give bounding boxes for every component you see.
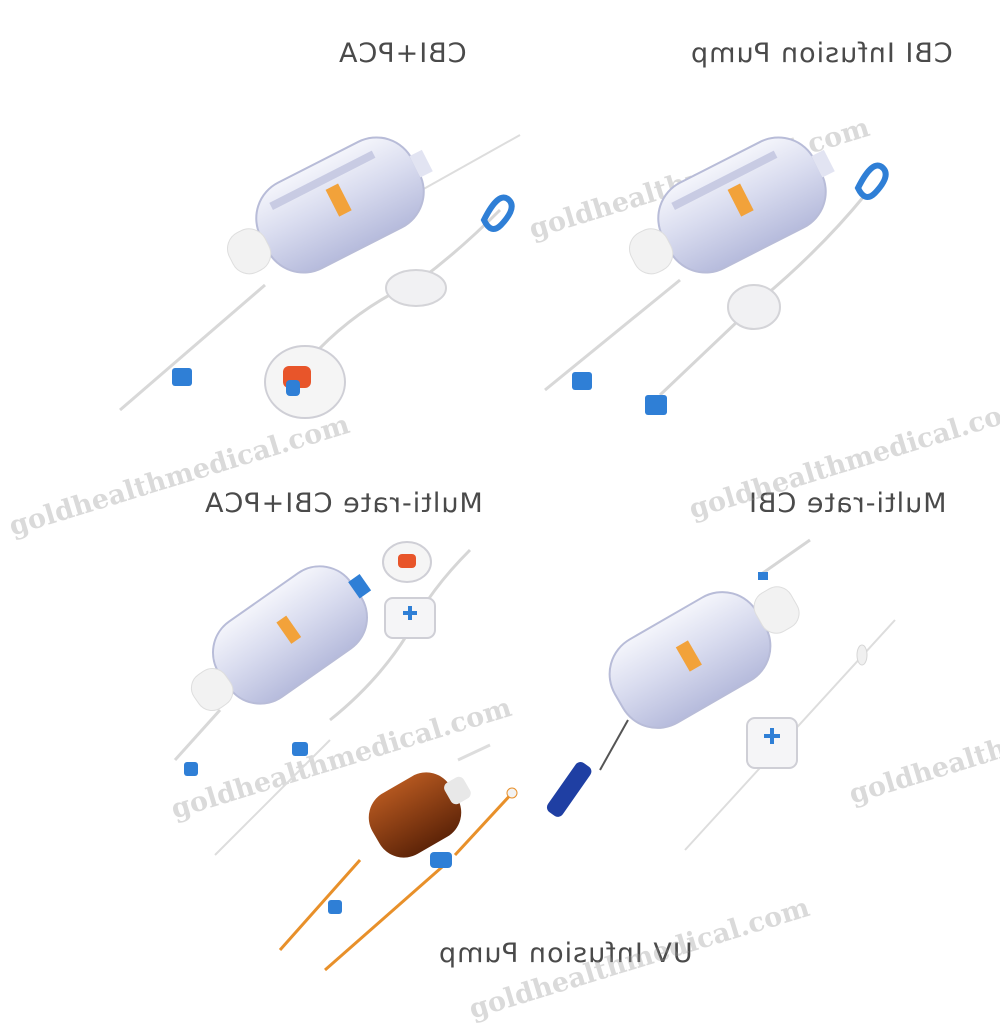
device-uv-infusion-pump bbox=[278, 743, 518, 972]
device-illustrations bbox=[119, 134, 896, 972]
product-collage: CBI+PCA CBI Infusion Pump Multi-rate CBI… bbox=[5, 38, 1000, 1025]
device-multi-rate-cbi bbox=[546, 538, 896, 851]
device-cbi-infusion-pump bbox=[544, 136, 889, 415]
device-cbi-pca bbox=[119, 134, 521, 419]
device-multi-rate-cbi-pca bbox=[173, 541, 472, 856]
